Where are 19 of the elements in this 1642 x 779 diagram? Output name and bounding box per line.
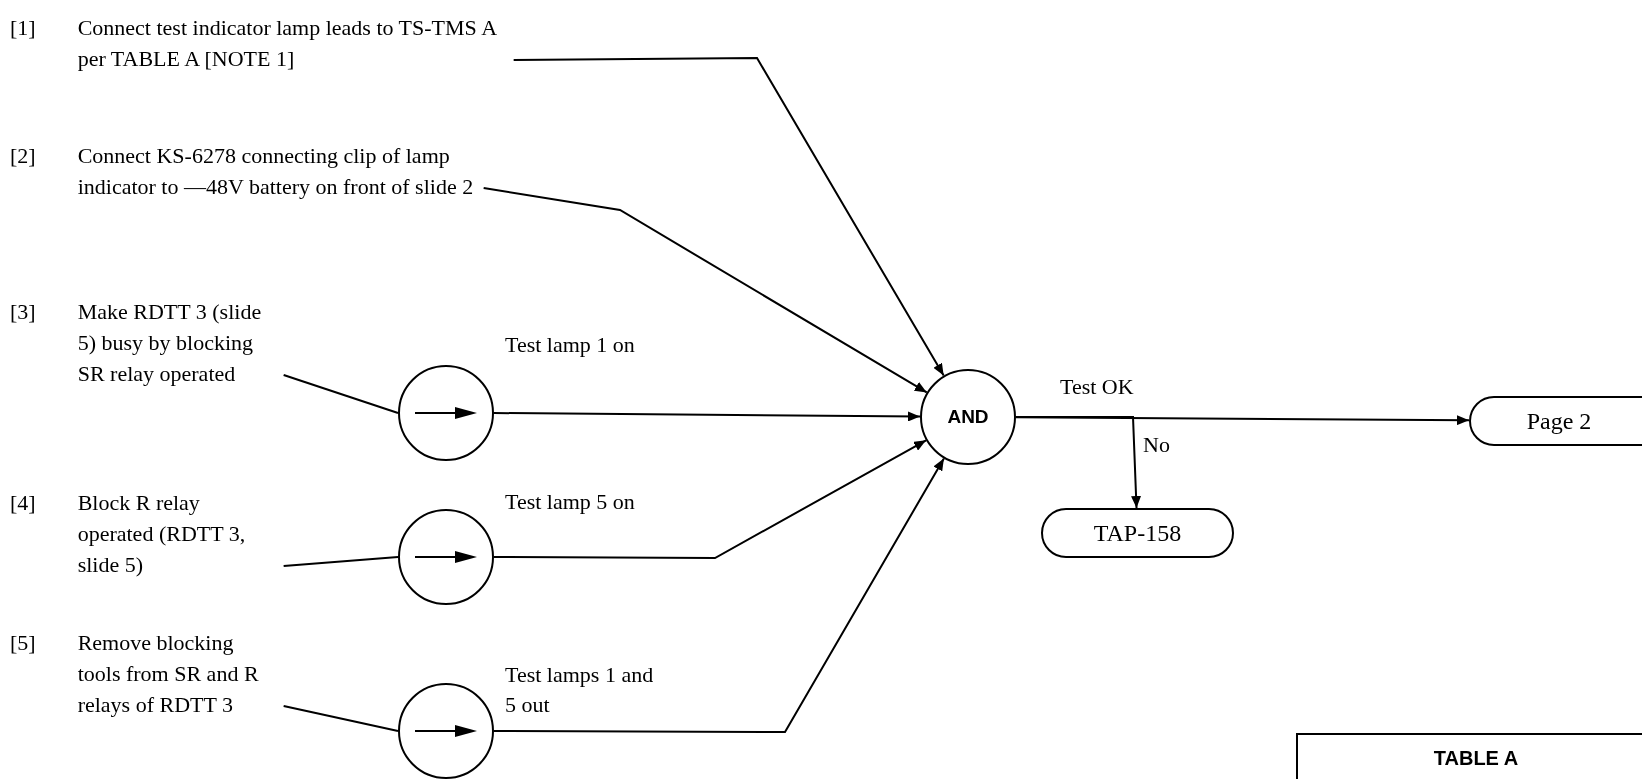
step-number: [1]	[10, 14, 36, 42]
connector-arrow	[493, 411, 921, 422]
step-number: [5]	[10, 629, 36, 657]
connector-arrow	[493, 439, 928, 559]
step-number: [3]	[10, 298, 36, 326]
table-frame: TABLE A	[1296, 733, 1642, 779]
connector-arrow	[493, 457, 945, 733]
step-text: Connect KS-6278 connecting clip of lamp indicator to —48V battery on front of slide 2	[77, 142, 475, 201]
terminal-pill: TAP-158	[1041, 508, 1234, 558]
connector-arrow	[1015, 416, 1142, 509]
step-text: Block R relay operated (RDTT 3, slide 5)	[77, 489, 247, 579]
connector-arrow	[482, 187, 928, 394]
connector-arrow	[512, 57, 945, 377]
step-text: Make RDTT 3 (slide 5) busy by blocking SR relay operated	[77, 298, 263, 388]
step-number: [2]	[10, 142, 36, 170]
terminal-pill: Page 2	[1469, 396, 1642, 446]
step-text: Connect test indicator lamp leads to TS-TMS A per TABLE A [NOTE 1]	[77, 14, 498, 73]
step-number: [4]	[10, 489, 36, 517]
step-text: Remove blocking tools from SR and R relays of RDTT 3	[77, 629, 260, 719]
